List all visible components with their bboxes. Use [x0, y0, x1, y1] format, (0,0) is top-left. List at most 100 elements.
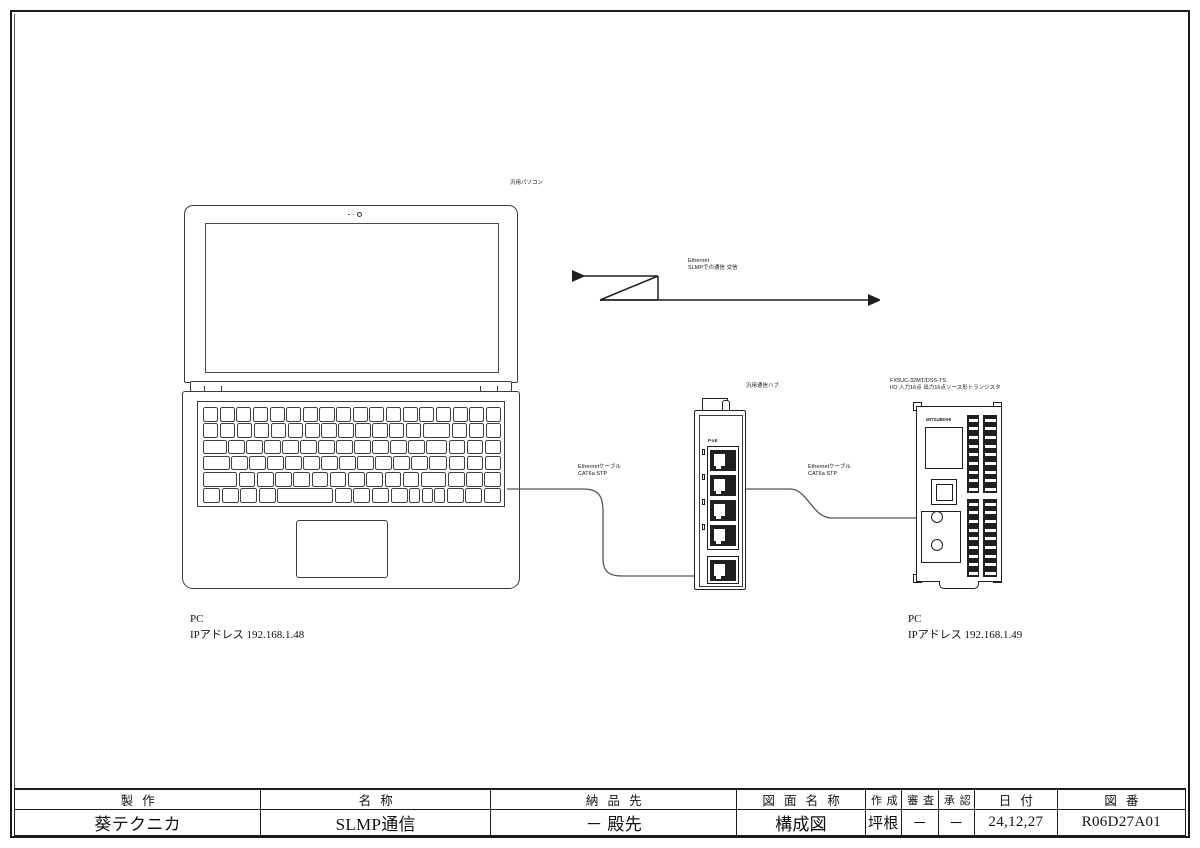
keyboard-key — [352, 407, 368, 422]
plc-terminal-column-left-bottom — [967, 499, 979, 577]
keyboard-key — [372, 439, 389, 455]
keyboard-key — [246, 439, 263, 455]
keyboard-key — [429, 455, 447, 471]
keyboard-key — [300, 439, 317, 455]
plc-terminal-screw — [969, 571, 979, 575]
keyboard-rows — [203, 407, 502, 503]
keyboard-key — [421, 488, 433, 503]
webcam-sensor-dot — [352, 213, 355, 216]
plc-rotary-switch-1 — [931, 511, 943, 523]
keyboard-key — [419, 407, 435, 422]
keyboard-key — [203, 423, 219, 438]
hub-port-uplink — [710, 560, 736, 581]
keyboard-key — [338, 423, 354, 438]
plc-fx5uc-symbol: MITSUBISHI — [913, 402, 1005, 590]
laptop-caption: 汎用パソコン — [510, 180, 543, 186]
keyboard-key — [408, 439, 425, 455]
plc-din-foot — [939, 581, 979, 589]
plc-ethernet-port-inner — [936, 484, 953, 501]
keyboard-key — [409, 488, 421, 503]
keyboard-key — [393, 455, 410, 471]
plc-terminal-screw — [985, 487, 997, 491]
webcam-sensor-dot — [347, 213, 350, 216]
keyboard-key — [366, 472, 383, 487]
keyboard-key — [285, 455, 302, 471]
keyboard-key — [228, 439, 245, 455]
plc-terminal-screw — [969, 444, 979, 448]
keyboard-key — [485, 423, 502, 438]
pc-right-line2: IPアドレス 192.168.1.49 — [908, 628, 1023, 641]
plc-terminal-screw — [969, 502, 979, 506]
cable-left-line1: Ethernetケーブル — [578, 464, 621, 470]
header-checked: 審 査 — [901, 789, 939, 810]
keyboard-key — [389, 423, 405, 438]
cable-left-path — [507, 488, 701, 577]
keyboard-key — [355, 423, 371, 438]
keyboard-key — [426, 439, 447, 455]
keyboard-key — [484, 488, 502, 503]
laptop-keyboard — [197, 401, 505, 507]
plc-terminal-screw — [969, 528, 979, 532]
laptop-lid — [184, 205, 518, 383]
plc-terminal-screw — [969, 554, 979, 558]
keyboard-key — [386, 407, 402, 422]
webcam-icon — [357, 212, 363, 217]
title-block: 製 作 名 称 納 品 先 図 面 名 称 作 成 審 査 承 認 日 付 図 … — [13, 788, 1187, 836]
hub-led-1 — [702, 449, 705, 455]
title-block-table: 製 作 名 称 納 品 先 図 面 名 称 作 成 審 査 承 認 日 付 図 … — [13, 789, 1187, 836]
plc-ethernet-port — [931, 479, 957, 505]
keyboard-key — [319, 407, 335, 422]
value-drafted: 坪根 — [864, 809, 903, 836]
drawing-frame-inner-rule — [14, 14, 15, 834]
keyboard-key — [267, 455, 284, 471]
plc-caption-line2: I/O 入力16点 出力16点ソース形トランジスタ — [890, 384, 1001, 391]
keyboard-row — [203, 439, 501, 455]
plc-terminal-screw — [985, 444, 997, 448]
keyboard-row — [203, 455, 501, 471]
value-maker: 葵テクニカ — [13, 809, 262, 836]
plc-terminal-screw — [985, 502, 997, 506]
link-caption: Ethernet SLMPでの通信 交信 — [688, 258, 738, 272]
plc-terminal-screw — [969, 479, 979, 483]
keyboard-key — [221, 488, 239, 503]
laptop-base — [182, 391, 520, 589]
plc-terminal-screw — [985, 571, 997, 575]
keyboard-key — [334, 488, 352, 503]
keyboard-key — [357, 455, 374, 471]
plc-rotary-switch-2 — [931, 539, 943, 551]
keyboard-key — [277, 488, 334, 503]
plc-caption: FX5UC-32MT/DSS-TS I/O 入力16点 出力16点ソース形トラン… — [890, 378, 1001, 392]
keyboard-row — [203, 472, 502, 487]
ethernet-hub-symbol: PoE — [694, 398, 746, 590]
keyboard-row — [203, 407, 501, 422]
keyboard-key — [302, 407, 318, 422]
pc-right-line1: PC — [908, 613, 922, 625]
keyboard-key — [321, 455, 338, 471]
keyboard-key — [203, 439, 227, 455]
hub-brand-label: PoE — [708, 438, 719, 443]
keyboard-key — [240, 488, 258, 503]
plc-terminal-screw — [985, 479, 997, 483]
hub-body: PoE — [694, 410, 746, 590]
keyboard-key — [318, 439, 335, 455]
keyboard-key — [203, 407, 219, 422]
keyboard-key — [402, 407, 418, 422]
keyboard-key — [203, 488, 220, 503]
pc-left-info: PC IPアドレス 192.168.1.48 — [190, 612, 304, 644]
keyboard-key — [236, 423, 253, 438]
keyboard-key — [339, 455, 356, 471]
plc-terminal-screw — [985, 545, 997, 549]
keyboard-key — [484, 472, 502, 487]
plc-terminal-column-left-top — [967, 415, 979, 493]
keyboard-key — [372, 488, 389, 503]
plc-terminal-screw — [985, 435, 997, 439]
hub-port-3 — [710, 500, 736, 521]
plc-terminal-screw — [985, 427, 997, 431]
keyboard-key — [435, 407, 452, 422]
keyboard-key — [466, 439, 483, 455]
keyboard-key — [375, 455, 392, 471]
plc-terminal-screw — [969, 545, 979, 549]
keyboard-key — [484, 455, 501, 471]
plc-terminal-screw — [969, 487, 979, 491]
